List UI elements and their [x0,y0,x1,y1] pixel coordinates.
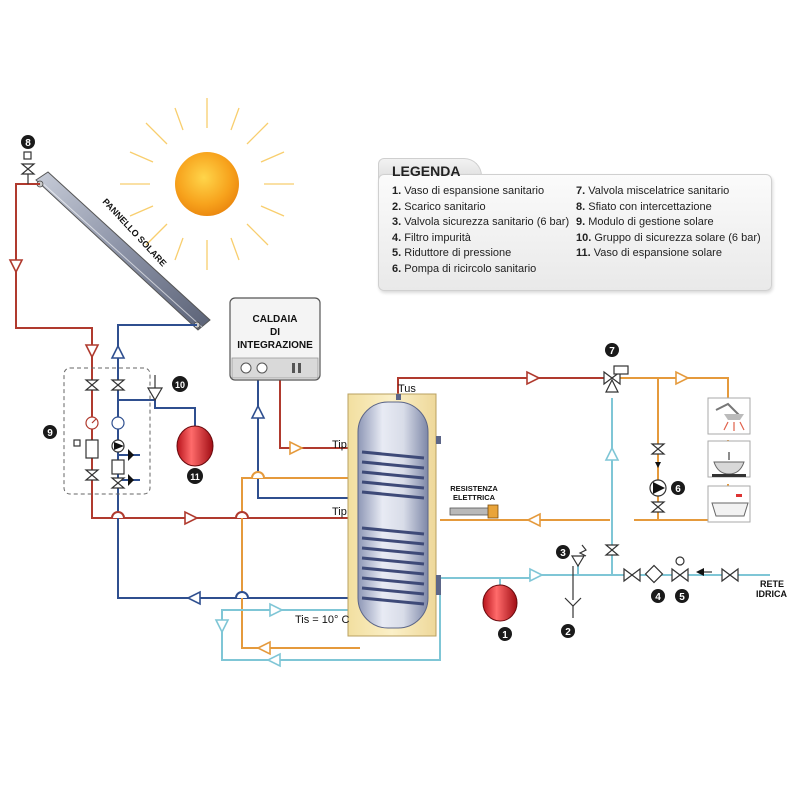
heater-label-1: RESISTENZA [450,484,498,493]
badge-9: 9 [43,425,57,439]
solar-panel [35,171,211,331]
badge-8: 8 [21,135,35,149]
recirculation-pump [649,443,667,513]
legend-title: LEGENDA [392,163,461,179]
svg-text:3: 3 [560,548,566,559]
mains-inlet-fittings [623,556,739,584]
mixing-valve [603,365,629,393]
solar-flow-pipe [15,183,348,519]
badge-11: 11 [187,468,203,484]
boiler-label-1: CALDAIA [253,314,298,325]
boiler-flow-pipe [279,378,358,449]
legend-column-right: 7. Valvola miscelatrice sanitario 8. Sfi… [576,184,761,262]
legend-item: 9. Modulo di gestione solare [576,216,714,228]
boiler-return-pipe [257,378,358,499]
electric-heater [449,504,499,519]
legend-item: 2. Scarico sanitario [392,200,486,213]
legend-item: 4. Filtro impurità [392,231,471,244]
svg-text:10: 10 [175,380,185,390]
badge-1: 1 [498,627,512,641]
sun-illustration [120,98,294,270]
badge-5: 5 [675,589,689,603]
tip-lower-label: Tip [332,506,347,518]
legend-item: 1. Vaso di espansione sanitario [392,185,545,197]
solar-safety-valve [146,375,164,402]
legend-item: 10. Gruppo di sicurezza solare (6 bar) [576,231,761,244]
badge-3: 3 [556,545,570,559]
storage-tank [347,393,441,637]
svg-text:9: 9 [47,428,53,439]
svg-text:5: 5 [679,592,685,603]
legend-item: 6. Pompa di ricircolo sanitario [392,262,537,275]
legend-column-left: 1. Vaso di espansione sanitario 2. Scari… [392,184,569,277]
boiler-label-3: INTEGRAZIONE [237,340,313,351]
legend-item: 5. Riduttore di pressione [392,247,512,259]
domestic-expansion-vessel [482,584,518,622]
svg-text:4: 4 [655,592,661,603]
mixed-water-pipe [620,377,729,398]
boiler-label-2: DI [270,327,280,338]
badge-6: 6 [671,481,685,495]
svg-text:7: 7 [609,346,615,357]
domestic-safety-valve [564,544,587,618]
solar-module-box [63,367,151,495]
badge-2: 2 [561,624,575,638]
legend-item: 8. Sfiato con intercettazione [576,200,712,213]
flow-arrows [8,259,690,668]
legend-box [378,174,772,291]
integration-boiler [229,297,321,381]
legend-item: 7. Valvola miscelatrice sanitario [576,185,730,197]
heater-label-2: ELETTRICA [453,493,496,502]
badge-7: 7 [605,343,619,357]
mains-label-1: RETE [760,579,784,589]
vent-valve [20,151,36,184]
tis-label: Tis = 10° C [295,614,349,626]
badge-4: 4 [651,589,665,603]
tus-label: Tus [398,383,416,395]
solar-module-components [73,379,134,489]
mains-label-2: IDRICA [756,589,787,599]
svg-text:1: 1 [502,630,508,641]
legend-item: 3. Valvola sicurezza sanitario (6 bar) [392,216,570,228]
water-outlets [707,397,751,523]
svg-text:6: 6 [675,484,681,495]
cold-water-pipe [440,574,770,579]
svg-text:8: 8 [25,138,31,149]
svg-text:2: 2 [565,627,571,638]
badge-10: 10 [172,376,188,392]
solar-expansion-vessel [176,425,214,467]
tip-upper-label: Tip [332,439,347,451]
svg-text:11: 11 [190,472,200,482]
legend-item: 11. Vaso di espansione solare [576,247,722,259]
